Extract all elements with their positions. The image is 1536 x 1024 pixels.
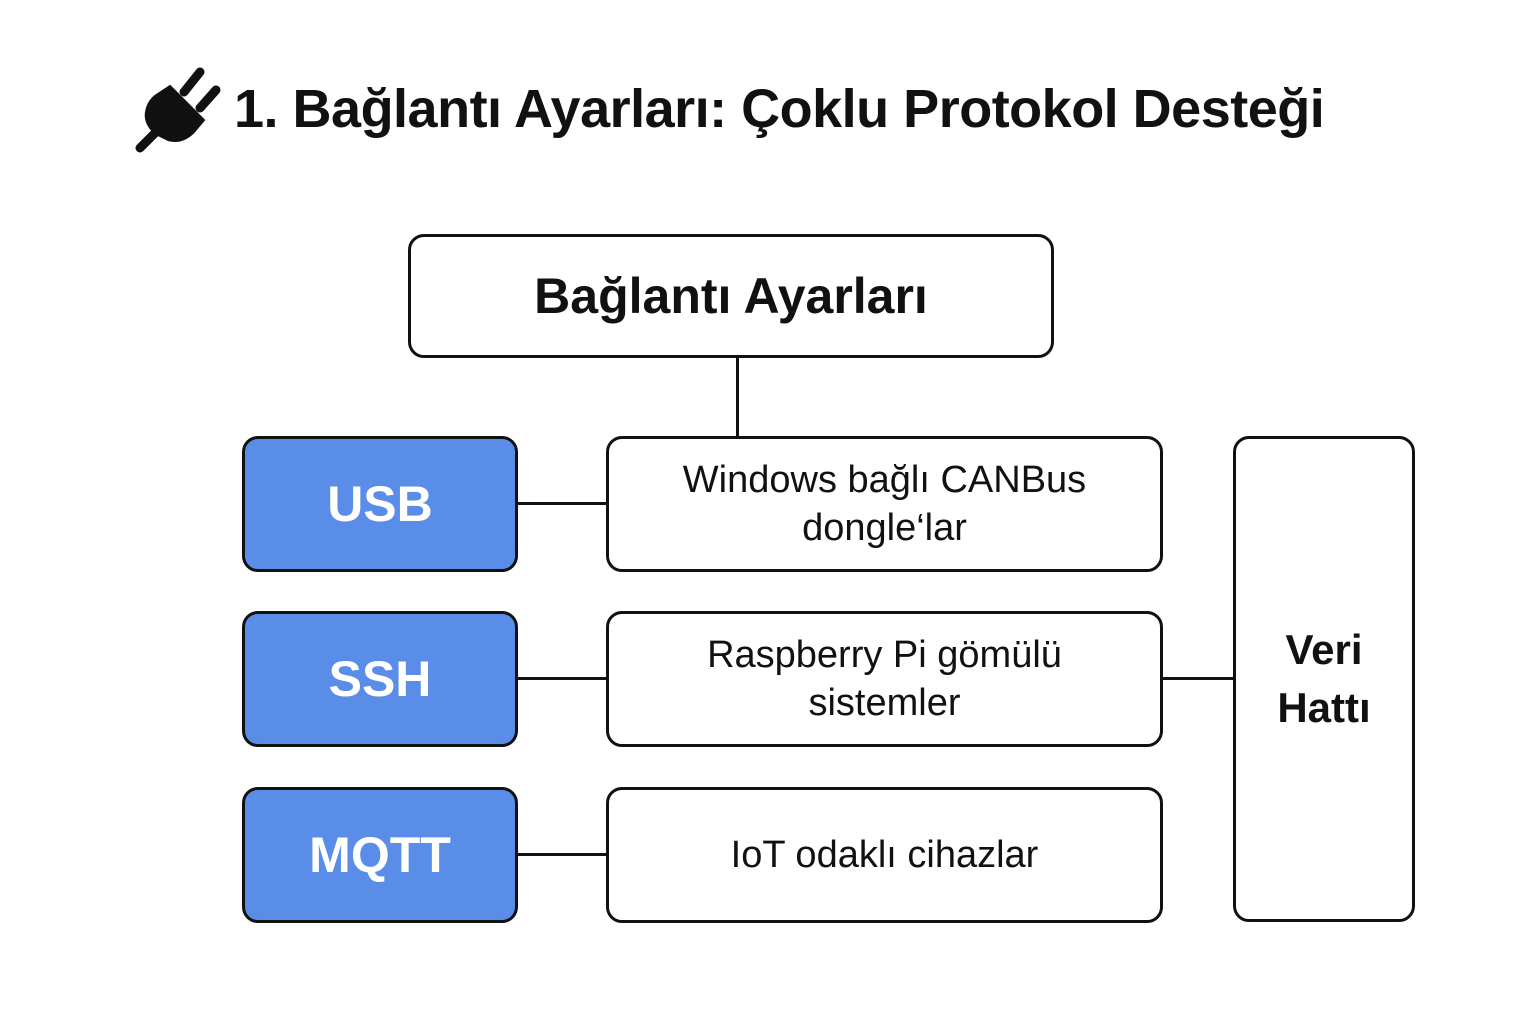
root-node: Bağlantı Ayarları [408, 234, 1054, 358]
protocol-node-ssh: SSH [242, 611, 518, 747]
page-title: 1. Bağlantı Ayarları: Çoklu Protokol Des… [134, 64, 1325, 154]
connector-ssh [517, 677, 607, 680]
description-line: IoT odaklı cihazlar [730, 834, 1039, 876]
title-text: 1. Bağlantı Ayarları: Çoklu Protokol Des… [234, 79, 1325, 139]
protocol-node-mqtt: MQTT [242, 787, 518, 923]
description-node-mqtt: IoT odaklı cihazlar [606, 787, 1163, 923]
protocol-node-usb: USB [242, 436, 518, 572]
connector-mqtt [517, 853, 607, 856]
protocol-label: SSH [328, 651, 432, 707]
plug-icon [135, 67, 221, 153]
root-label: Bağlantı Ayarları [534, 268, 928, 324]
description-line: sistemler [808, 682, 961, 724]
connector-usb [517, 502, 607, 505]
description-node-usb: Windows bağlı CANBus dongle‘lar [606, 436, 1163, 572]
description-node-ssh: Raspberry Pi gömülü sistemler [606, 611, 1163, 747]
description-line: Windows bağlı CANBus [682, 459, 1087, 501]
pipeline-label-line: Veri [1285, 626, 1363, 673]
connector-to-pipeline [1162, 677, 1234, 680]
description-line: dongle‘lar [802, 507, 967, 549]
protocol-label: MQTT [309, 827, 451, 883]
description-line: Raspberry Pi gömülü [707, 634, 1062, 676]
pipeline-label-line: Hattı [1277, 684, 1371, 731]
pipeline-node: Veri Hattı [1233, 436, 1415, 922]
connector-root-to-list [736, 357, 739, 437]
protocol-label: USB [327, 476, 433, 532]
